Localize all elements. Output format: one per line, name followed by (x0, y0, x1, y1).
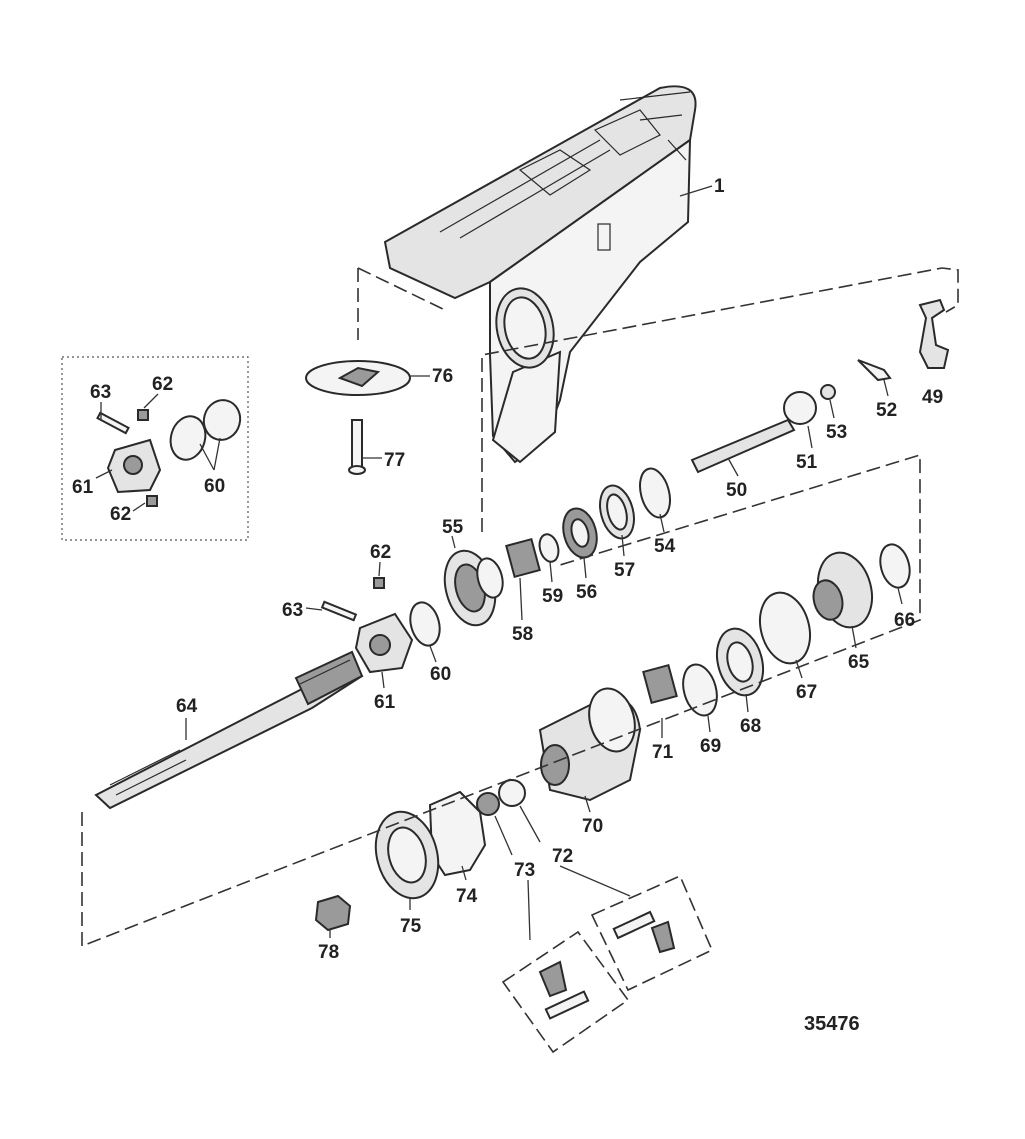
callout-inset-63: 63 (90, 382, 111, 403)
callout-53: 53 (826, 422, 847, 443)
callout-50: 50 (726, 480, 747, 501)
anode-plate (305, 360, 430, 396)
callout-76: 76 (432, 366, 453, 387)
drawing-number: 35476 (804, 1013, 860, 1035)
callout-64: 64 (176, 696, 198, 717)
callout-inset-62-top: 62 (152, 374, 173, 395)
callout-77: 77 (384, 450, 405, 471)
reverse-gear-group (498, 543, 911, 843)
callout-68: 68 (740, 716, 761, 737)
shift-parts (690, 298, 950, 477)
callout-57: 57 (614, 560, 635, 581)
bearing-stack (443, 467, 671, 627)
callout-71: 71 (652, 742, 674, 763)
callout-51: 51 (796, 452, 818, 473)
inset-detail-box (61, 356, 249, 541)
plate-bolt (348, 419, 382, 475)
callout-49: 49 (922, 387, 943, 408)
callout-73: 73 (514, 860, 535, 881)
tool-detail-boxes (501, 865, 714, 1054)
callout-75: 75 (400, 916, 422, 937)
callout-67: 67 (796, 682, 817, 703)
callout-54: 54 (654, 536, 676, 557)
callout-inset-61: 61 (72, 477, 94, 498)
callout-69: 69 (700, 736, 721, 757)
callout-60: 60 (430, 664, 451, 685)
callout-65: 65 (848, 652, 870, 673)
clutch-parts (305, 561, 441, 689)
callout-63: 63 (282, 600, 303, 621)
callout-58: 58 (512, 624, 533, 645)
callout-78: 78 (318, 942, 339, 963)
callout-1: 1 (714, 176, 725, 197)
callout-61: 61 (374, 692, 396, 713)
callout-56: 56 (576, 582, 597, 603)
callout-inset-60: 60 (204, 476, 225, 497)
callout-70: 70 (582, 816, 603, 837)
gear-housing (383, 85, 713, 464)
callout-72: 72 (552, 846, 573, 867)
callout-66: 66 (894, 610, 915, 631)
bearing-carrier-group (314, 790, 513, 938)
callout-74: 74 (456, 886, 478, 907)
callout-52: 52 (876, 400, 897, 421)
callout-55: 55 (442, 517, 464, 538)
propeller-shaft (94, 650, 364, 810)
callout-59: 59 (542, 586, 563, 607)
callout-62: 62 (370, 542, 391, 563)
callout-inset-62-bottom: 62 (110, 504, 131, 525)
